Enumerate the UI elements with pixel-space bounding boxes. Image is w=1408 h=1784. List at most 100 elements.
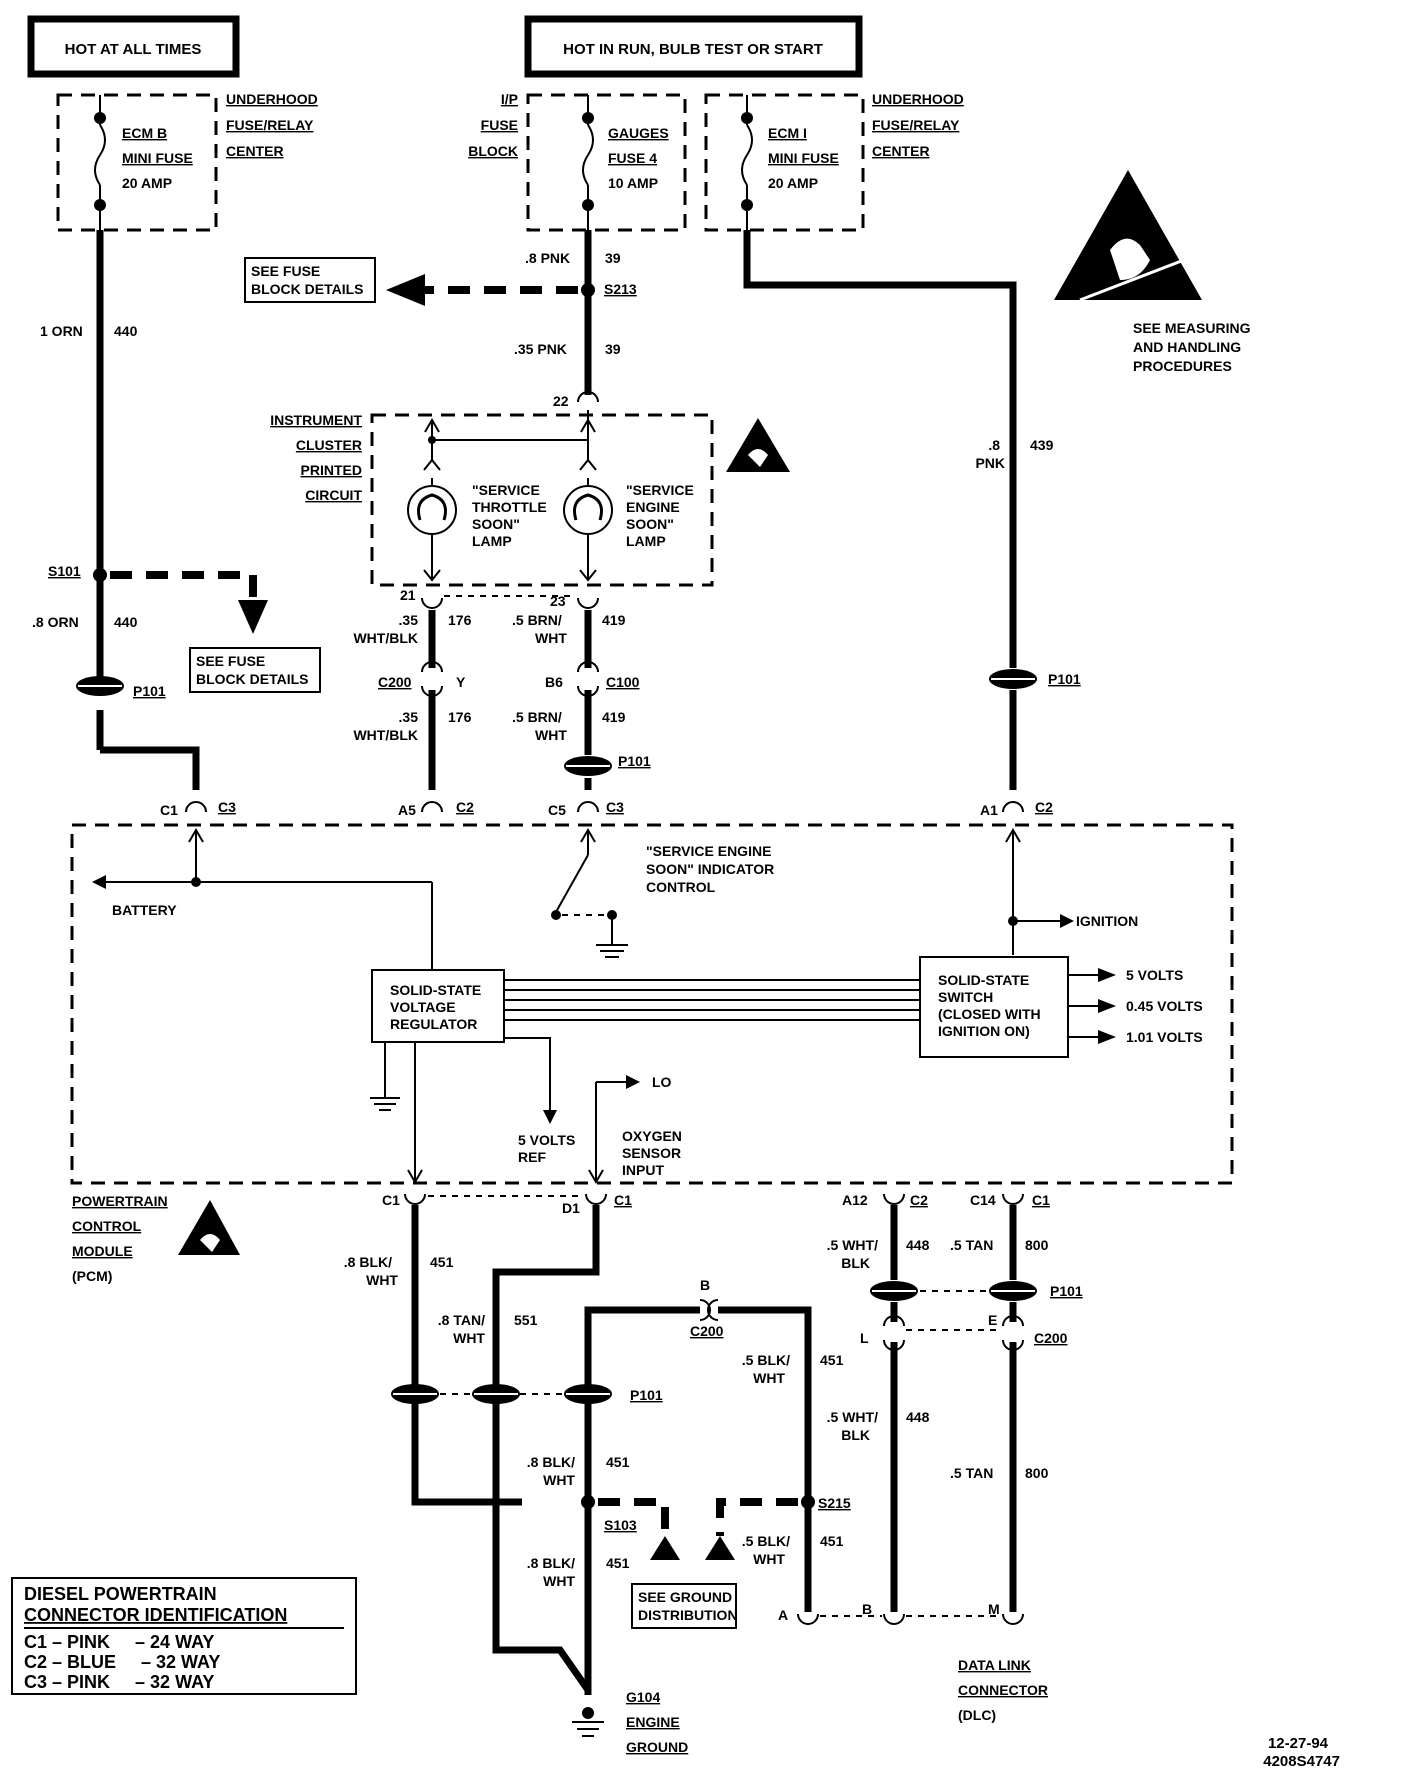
- svg-text:B: B: [862, 1601, 872, 1617]
- wire-419: 23 .5 BRN/ WHT 419 B6 C100 .5 BRN/ WHT 4…: [512, 593, 651, 790]
- svg-text:C3: C3: [218, 799, 236, 815]
- svg-text:"SERVICE: "SERVICE: [626, 482, 694, 498]
- service-engine-soon-lamp: "SERVICE ENGINE SOON" LAMP: [563, 478, 694, 560]
- svg-text:.8 PNK: .8 PNK: [525, 250, 570, 266]
- svg-text:176: 176: [448, 709, 472, 725]
- svg-text:MODULE: MODULE: [72, 1243, 133, 1259]
- svg-text:A5: A5: [398, 802, 416, 818]
- svg-text:WHT: WHT: [535, 727, 567, 743]
- svg-text:LAMP: LAMP: [472, 533, 512, 549]
- svg-text:C1: C1: [382, 1192, 400, 1208]
- svg-text:C1 – PINK – 24 WAY: C1 – PINK – 24 WAY: [24, 1632, 214, 1652]
- pin-21: 21: [400, 587, 416, 603]
- svg-text:.5 WHT/: .5 WHT/: [827, 1409, 878, 1425]
- svg-text:.5 BRN/: .5 BRN/: [512, 612, 562, 628]
- svg-text:551: 551: [514, 1312, 538, 1328]
- svg-text:REGULATOR: REGULATOR: [390, 1016, 477, 1032]
- pcm-esd-icon: [178, 1200, 240, 1255]
- svg-text:BLOCK DETAILS: BLOCK DETAILS: [251, 281, 364, 297]
- svg-text:CONNECTOR IDENTIFICATION: CONNECTOR IDENTIFICATION: [24, 1605, 287, 1625]
- see-fuse-block-details-box-1: SEE FUSE BLOCK DETAILS: [244, 257, 376, 303]
- svg-text:.5 WHT/: .5 WHT/: [827, 1237, 878, 1253]
- svg-text:.5 BRN/: .5 BRN/: [512, 709, 562, 725]
- svg-text:ENGINE: ENGINE: [626, 499, 680, 515]
- svg-text:C5: C5: [548, 802, 566, 818]
- svg-text:BLOCK: BLOCK: [468, 143, 518, 159]
- svg-text:"SERVICE ENGINE: "SERVICE ENGINE: [646, 843, 771, 859]
- svg-text:M: M: [988, 1601, 1000, 1617]
- s215-label: S215: [818, 1495, 851, 1511]
- svg-text:P101: P101: [630, 1387, 663, 1403]
- instrument-cluster-label: INSTRUMENT CLUSTER PRINTED CIRCUIT: [270, 412, 362, 503]
- svg-text:P101: P101: [1050, 1283, 1083, 1299]
- svg-text:WHT: WHT: [366, 1272, 398, 1288]
- svg-text:LAMP: LAMP: [626, 533, 666, 549]
- svg-text:BLK: BLK: [841, 1427, 870, 1443]
- svg-text:THROTTLE: THROTTLE: [472, 499, 547, 515]
- svg-text:P101: P101: [1048, 671, 1081, 687]
- svg-text:SOON" INDICATOR: SOON" INDICATOR: [646, 861, 774, 877]
- svg-text:Y: Y: [456, 674, 466, 690]
- svg-text:LO: LO: [652, 1074, 672, 1090]
- svg-text:SOLID-STATE: SOLID-STATE: [938, 972, 1029, 988]
- svg-text:WHT: WHT: [753, 1370, 785, 1386]
- svg-text:SEE MEASURING: SEE MEASURING: [1133, 320, 1251, 336]
- svg-text:0.45 VOLTS: 0.45 VOLTS: [1126, 998, 1203, 1014]
- hot-in-run-label: HOT IN RUN, BULB TEST OR START: [563, 41, 823, 58]
- instrument-cluster: 22 "SERVICE THROTTLE SOON" LAMP "SERVICE…: [370, 391, 714, 587]
- svg-text:C200: C200: [1034, 1330, 1068, 1346]
- svg-text:P101: P101: [133, 683, 166, 699]
- svg-text:OXYGEN: OXYGEN: [622, 1128, 682, 1144]
- svg-text:BLK: BLK: [841, 1255, 870, 1271]
- svg-text:39: 39: [605, 250, 621, 266]
- fuse-ecm-b-type: MINI FUSE: [122, 150, 193, 166]
- svg-text:CENTER: CENTER: [872, 143, 930, 159]
- svg-text:C3: C3: [606, 799, 624, 815]
- svg-text:REF: REF: [518, 1149, 546, 1165]
- svg-text:1 ORN: 1 ORN: [40, 323, 83, 339]
- svg-text:800: 800: [1025, 1237, 1049, 1253]
- ignition-label: IGNITION: [1076, 913, 1138, 929]
- svg-text:A12: A12: [842, 1192, 868, 1208]
- svg-text:SWITCH: SWITCH: [938, 989, 993, 1005]
- svg-text:P101: P101: [618, 753, 651, 769]
- svg-text:.8 TAN/: .8 TAN/: [438, 1312, 485, 1328]
- hot-at-all-times-box: HOT AT ALL TIMES: [27, 15, 240, 78]
- ip-fuse-block-label: I/P FUSE BLOCK: [468, 91, 518, 159]
- svg-text:.35: .35: [399, 612, 419, 628]
- p101-connector-lower: P101: [391, 1384, 663, 1404]
- fuse-ecm-i-name: ECM I: [768, 125, 807, 141]
- svg-text:C2 – BLUE – 32 WAY: C2 – BLUE – 32 WAY: [24, 1652, 220, 1672]
- pcm-top-pins: C1 C3 A5 C2 C5 C3 A1 C2: [160, 799, 1053, 818]
- pin-23: 23: [550, 593, 566, 609]
- svg-text:WHT: WHT: [543, 1573, 575, 1589]
- svg-text:1.01 VOLTS: 1.01 VOLTS: [1126, 1029, 1203, 1045]
- s101-ref-arrow: [110, 571, 268, 634]
- svg-text:POWERTRAIN: POWERTRAIN: [72, 1193, 168, 1209]
- ground-g104: G104 ENGINE GROUND: [572, 1689, 688, 1755]
- fuse-ecm-b-rating: 20 AMP: [122, 175, 172, 191]
- svg-text:C2: C2: [1035, 799, 1053, 815]
- svg-text:WHT/BLK: WHT/BLK: [353, 630, 418, 646]
- svg-text:WHT: WHT: [543, 1472, 575, 1488]
- splice-s215: [801, 1495, 815, 1509]
- svg-text:419: 419: [602, 709, 626, 725]
- dlc-pins: A B M: [778, 1601, 1024, 1625]
- svg-text:448: 448: [906, 1237, 930, 1253]
- svg-text:E: E: [988, 1312, 997, 1328]
- diagram-date: 12-27-94: [1268, 1735, 1329, 1752]
- c100-label: C100: [606, 674, 640, 690]
- svg-text:PNK: PNK: [975, 455, 1005, 471]
- svg-text:UNDERHOOD: UNDERHOOD: [872, 91, 964, 107]
- svg-text:B6: B6: [545, 674, 563, 690]
- svg-text:(PCM): (PCM): [72, 1268, 112, 1284]
- svg-text:UNDERHOOD: UNDERHOOD: [226, 91, 318, 107]
- fuse-gauges-type: FUSE 4: [608, 150, 657, 166]
- svg-text:D1: D1: [562, 1200, 580, 1216]
- svg-text:(CLOSED WITH: (CLOSED WITH: [938, 1006, 1041, 1022]
- svg-text:VOLTAGE: VOLTAGE: [390, 999, 456, 1015]
- s213-ref-arrow: [386, 274, 578, 306]
- svg-text:FUSE: FUSE: [481, 117, 518, 133]
- svg-text:5 VOLTS: 5 VOLTS: [518, 1132, 575, 1148]
